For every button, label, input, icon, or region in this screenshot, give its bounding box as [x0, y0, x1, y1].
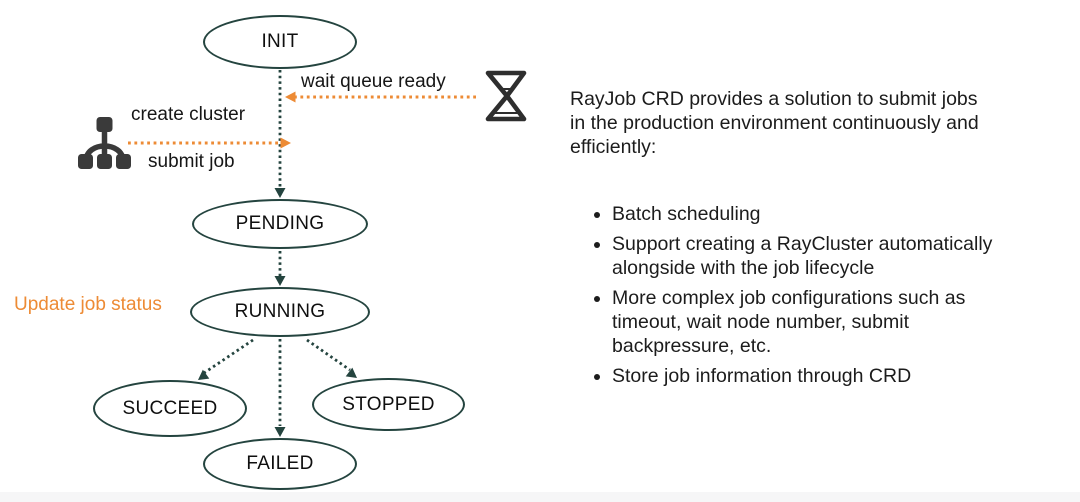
state-label-pending: PENDING [235, 213, 325, 234]
edge-label-wait-queue-ready: wait queue ready [301, 71, 446, 92]
state-node-stopped: STOPPED [312, 378, 465, 431]
edge-label-submit-job: submit job [148, 151, 235, 172]
edge-label-create-cluster: create cluster [131, 104, 246, 125]
edge-running-to-succeed [203, 338, 254, 375]
feature-item: More complex job configurations such as … [612, 286, 1056, 358]
state-label-failed: FAILED [246, 453, 314, 474]
state-label-stopped: STOPPED [342, 393, 435, 415]
state-node-init: INIT [203, 15, 357, 69]
arrowhead-failed [274, 427, 286, 437]
edge-running-to-stopped [306, 338, 351, 372]
cluster-nodes-icon [78, 117, 131, 169]
state-label-running: RUNNING [234, 301, 326, 322]
edge-label-update-job-status: Update job status [14, 294, 162, 315]
arrowhead-wait-queue [285, 91, 296, 103]
state-node-succeed: SUCCEED [93, 380, 247, 437]
arrowhead-submit [280, 137, 291, 149]
state-node-failed: FAILED [203, 438, 357, 490]
arrowhead-running [274, 276, 286, 286]
feature-list: Batch scheduling Support creating a RayC… [570, 202, 1056, 388]
hourglass-icon [485, 70, 527, 122]
state-node-running: RUNNING [190, 287, 370, 337]
state-diagram-connectors [78, 70, 527, 437]
state-label-init: INIT [261, 31, 299, 52]
arrowhead-succeed [198, 369, 210, 380]
state-label-succeed: SUCCEED [122, 397, 218, 419]
state-node-pending: PENDING [192, 199, 368, 249]
description-block: RayJob CRD provides a solution to submit… [570, 87, 1056, 394]
arrowhead-pending [274, 188, 286, 198]
slide-footer-strip [0, 492, 1080, 502]
feature-item: Store job information through CRD [612, 364, 1056, 388]
arrowhead-stopped [345, 367, 357, 378]
feature-item: Batch scheduling [612, 202, 1056, 226]
description-intro: RayJob CRD provides a solution to submit… [570, 88, 979, 158]
feature-item: Support creating a RayCluster automatica… [612, 232, 1056, 280]
